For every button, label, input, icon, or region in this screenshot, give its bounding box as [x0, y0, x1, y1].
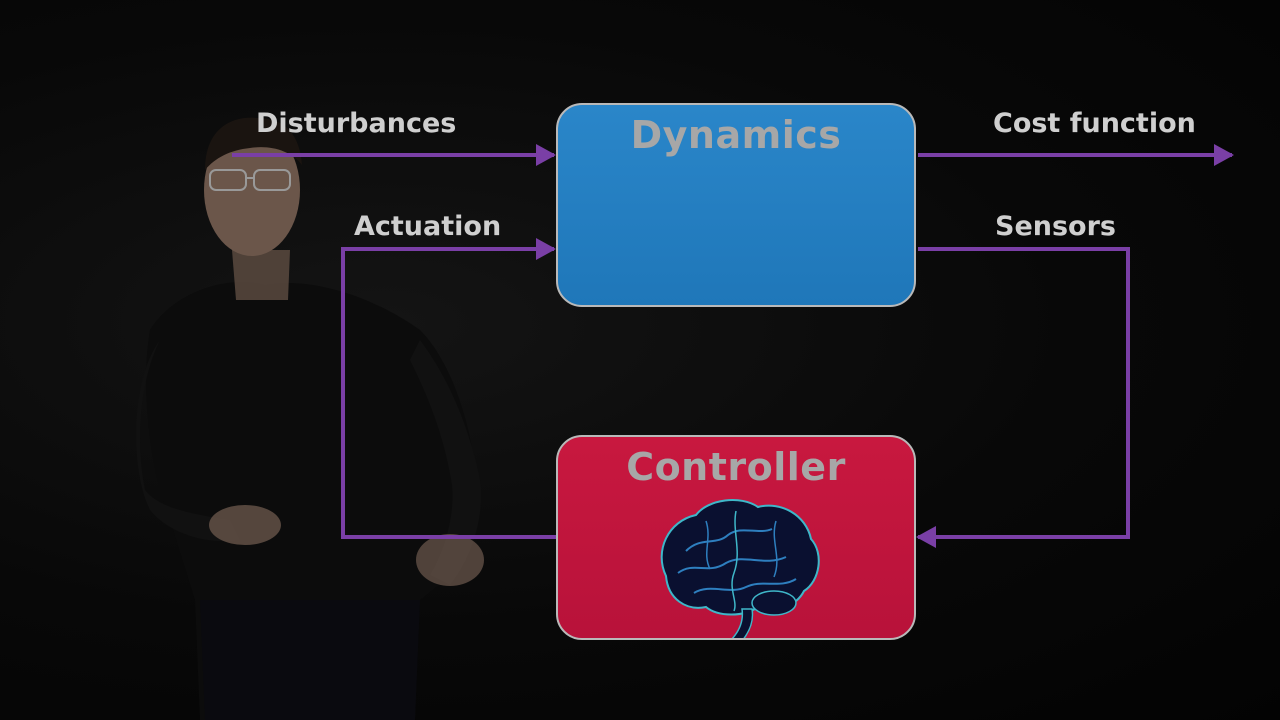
presenter-arm-right	[410, 340, 481, 585]
sensors-arrow	[916, 247, 1130, 548]
dynamics-block: Dynamics	[556, 103, 916, 307]
presenter-hand-left	[209, 505, 281, 545]
cost-function-label: Cost function	[993, 108, 1196, 139]
controller-block: Controller	[556, 435, 916, 640]
presenter-hair	[205, 117, 302, 170]
glasses-right-lens	[253, 169, 291, 191]
brain-icon	[660, 499, 820, 638]
presenter-legs	[200, 600, 420, 720]
presenter-neck	[232, 250, 290, 300]
dynamics-title: Dynamics	[630, 113, 842, 157]
sensors-label: Sensors	[995, 211, 1116, 242]
controller-title: Controller	[626, 445, 846, 489]
disturbances-label: Disturbances	[256, 108, 457, 139]
actuation-label: Actuation	[354, 211, 502, 242]
presenter-hand-right	[416, 534, 484, 586]
glasses-left-lens	[209, 169, 247, 191]
actuation-arrow	[341, 238, 556, 539]
